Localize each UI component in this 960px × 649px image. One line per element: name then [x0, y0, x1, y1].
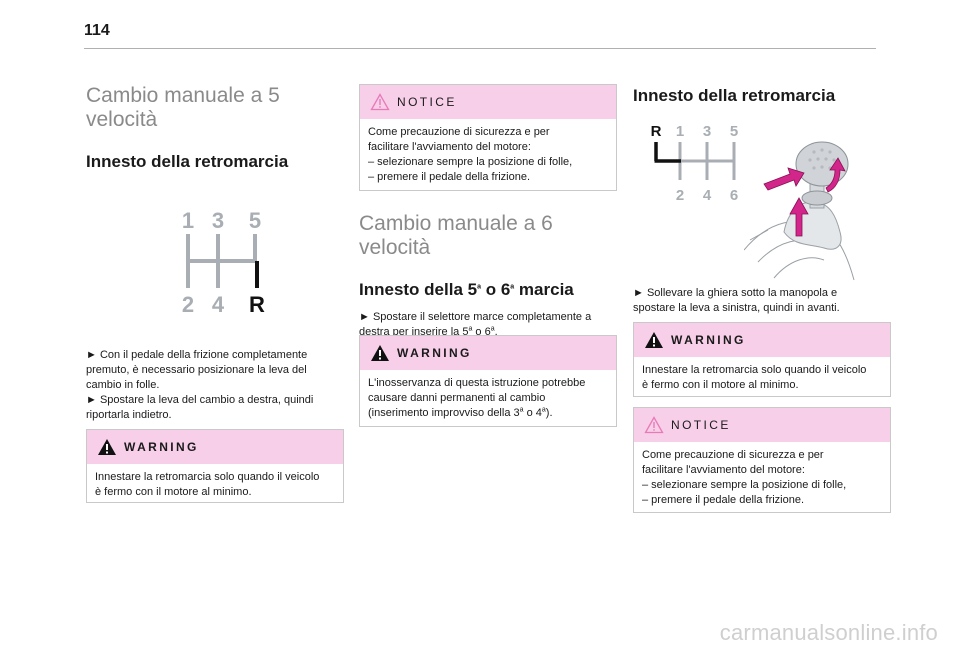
section-title: Cambio manuale a 5 velocità — [86, 84, 280, 131]
warning-text: Innestare la retromarcia solo quando il … — [95, 471, 320, 498]
gear-label-r: R — [651, 123, 662, 140]
gear-label-3: 3 — [212, 208, 224, 233]
warning-title: WARNING — [671, 333, 746, 347]
warning-text: L'inosservanza di questa istruzione potr… — [368, 377, 586, 419]
gear-label-2: 2 — [676, 187, 684, 204]
warning-icon — [645, 332, 663, 348]
gear-diagram-5-speed: 1 3 5 2 4 R — [182, 208, 265, 317]
top-rule — [84, 48, 876, 49]
warning-title: WARNING — [124, 440, 199, 454]
section-title-6-speed: Cambio manuale a 6 velocità — [359, 212, 553, 259]
notice-icon — [644, 416, 664, 434]
warning-box: WARNING Innestare la retromarcia solo qu… — [86, 429, 344, 503]
warning-icon — [98, 439, 116, 455]
notice-title: NOTICE — [397, 95, 457, 109]
instructions: ► Con il pedale della frizione completam… — [86, 349, 314, 421]
gear-label-2: 2 — [182, 292, 194, 317]
notice-box: NOTICE Come precauzione di sicurezza e p… — [359, 84, 617, 191]
column-1: Cambio manuale a 5 velocità Innesto dell… — [86, 84, 342, 172]
gear-lever-illustration — [744, 141, 855, 281]
column-2: Cambio manuale a 6 velocità Innesto dell… — [359, 212, 615, 340]
gear-label-5: 5 — [730, 123, 738, 140]
notice-icon — [370, 93, 390, 111]
notice-title: NOTICE — [671, 418, 731, 432]
column-3: Innesto della retromarcia — [633, 86, 889, 106]
gear-label-3: 3 — [703, 123, 711, 140]
gear-label-r: R — [249, 292, 265, 317]
gear-label-6: 6 — [730, 187, 738, 204]
notice-text: Come precauzione di sicurezza e per faci… — [642, 449, 847, 506]
notice-box-2: NOTICE Come precauzione di sicurezza e p… — [633, 407, 891, 513]
instructions-reverse: ► Sollevare la ghiera sotto la manopola … — [633, 287, 840, 314]
warning-title: WARNING — [397, 346, 472, 360]
notice-text: Come precauzione di sicurezza e per faci… — [368, 126, 573, 183]
subtitle: Innesto della retromarcia — [86, 152, 289, 171]
gear-label-4: 4 — [212, 292, 225, 317]
subtitle-reverse: Innesto della retromarcia — [633, 86, 836, 105]
gear-label-1: 1 — [676, 123, 684, 140]
watermark: carmanualsonline.info — [719, 620, 938, 645]
page-number: 114 — [84, 22, 110, 39]
warning-text: Innestare la retromarcia solo quando il … — [642, 364, 867, 391]
warning-icon — [371, 345, 389, 361]
gear-diagram-6-speed: R 1 3 5 2 4 6 — [651, 123, 739, 204]
warning-box-2: WARNING L'inosservanza di questa istruzi… — [359, 335, 617, 427]
gear-label-5: 5 — [249, 208, 261, 233]
gear-label-1: 1 — [182, 208, 194, 233]
warning-box-3: WARNING Innestare la retromarcia solo qu… — [633, 322, 891, 397]
gear-label-4: 4 — [703, 187, 712, 204]
subtitle-5-6-gear: Innesto della 5a o 6a marcia — [359, 280, 574, 299]
